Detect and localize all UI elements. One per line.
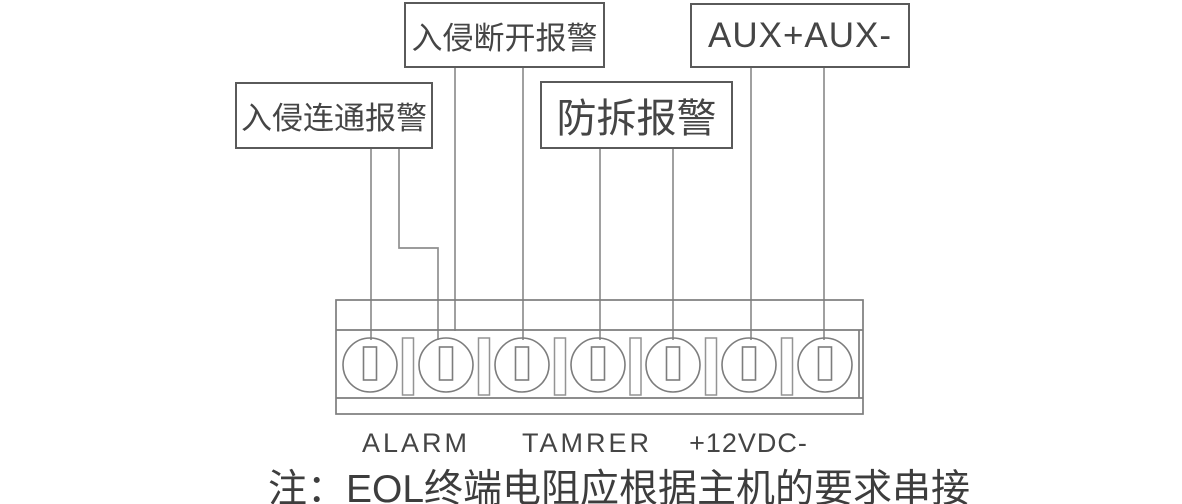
callout-intrusion-closed-alarm: 入侵连通报警 (235, 82, 433, 149)
callout-intrusion-open-alarm-label: 入侵断开报警 (411, 20, 598, 56)
terminal-group-label-tamper: TAMRER (522, 428, 652, 458)
screw-slot-2 (438, 346, 454, 381)
terminal-4 (570, 337, 626, 393)
screw-head-6 (721, 337, 777, 393)
terminal-divider-2 (477, 337, 491, 396)
terminal-3 (494, 337, 550, 393)
callout-aux-power-label: AUX+AUX- (707, 15, 893, 55)
screw-head-3 (494, 337, 550, 393)
screw-head-2 (418, 337, 474, 393)
callout-intrusion-closed-alarm-label: 入侵连通报警 (241, 101, 427, 136)
terminal-group-label-12vdc: +12VDC- (689, 428, 808, 458)
terminal-group-label-alarm: ALARM (361, 428, 471, 458)
screw-slot-6 (741, 346, 757, 381)
terminal-divider-1 (401, 337, 415, 396)
callout-intrusion-open-alarm: 入侵断开报警 (404, 2, 605, 68)
eol-resistor-note: 注：EOL终端电阻应根据主机的要求串接 (268, 468, 971, 504)
terminal-block-body (335, 299, 864, 415)
terminal-divider-6 (780, 337, 794, 396)
terminal-2 (418, 337, 474, 393)
screw-slot-1 (362, 346, 378, 381)
screw-head-1 (342, 337, 398, 393)
screw-head-5 (645, 337, 701, 393)
terminal-7 (797, 337, 853, 393)
terminal-1 (342, 337, 398, 393)
screw-slot-5 (665, 346, 681, 381)
screw-slot-7 (817, 346, 833, 381)
callout-tamper-alarm-label: 防拆报警 (556, 97, 717, 141)
wire-intrusion-closed-b (398, 149, 439, 340)
terminal-5 (645, 337, 701, 393)
screw-slot-3 (514, 346, 530, 381)
terminal-6 (721, 337, 777, 393)
terminal-divider-4 (629, 337, 642, 396)
terminal-divider-3 (553, 337, 567, 396)
screw-head-4 (570, 337, 626, 393)
screw-slot-4 (590, 346, 606, 381)
screw-head-7 (797, 337, 853, 393)
terminal-divider-5 (704, 337, 718, 396)
callout-aux-power: AUX+AUX- (690, 3, 910, 68)
callout-tamper-alarm: 防拆报警 (540, 81, 733, 149)
